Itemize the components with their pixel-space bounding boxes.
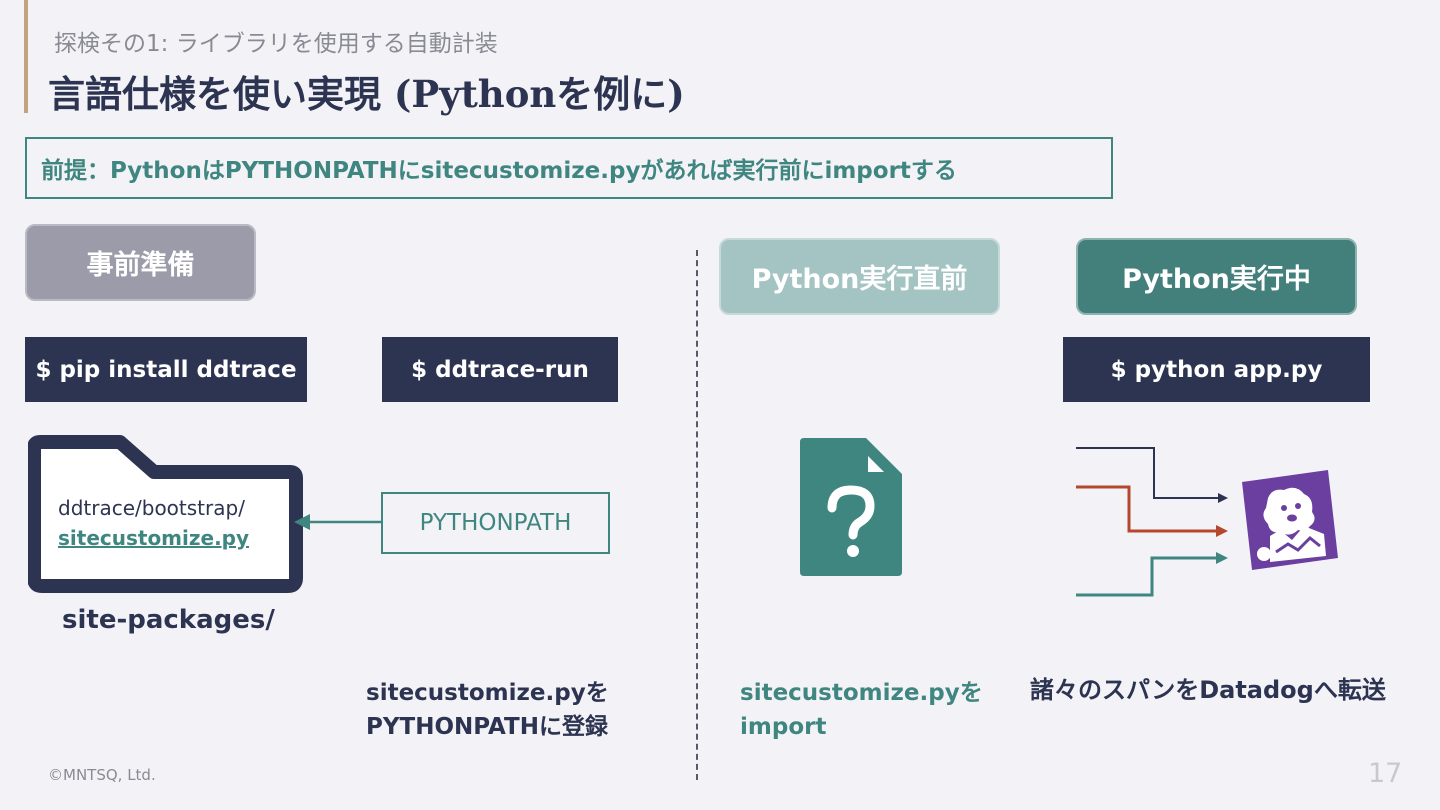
page-number: 17	[1368, 758, 1403, 789]
section-divider	[696, 250, 698, 780]
slide-title: 言語仕様を使い実現 (Pythonを例に)	[48, 72, 685, 116]
pythonpath-label: PYTHONPATH	[419, 510, 572, 536]
folder-caption: site-packages/	[62, 605, 275, 635]
phase-label-during-run: Python実行中	[1076, 238, 1357, 315]
description-register-line1: sitecustomize.pyを	[366, 680, 609, 706]
question-file-icon	[800, 438, 902, 576]
phase-before-text: Python実行直前	[751, 264, 968, 295]
description-register-line2: PYTHONPATHに登録	[366, 714, 608, 740]
premise-box: 前提：PythonはPYTHONPATHにsitecustomize.pyがあれ…	[25, 137, 1113, 199]
command-ddtrace-run: $ ddtrace-run	[382, 337, 618, 402]
description-register: sitecustomize.pyを PYTHONPATHに登録	[366, 676, 609, 744]
phase-during-text: Python実行中	[1122, 264, 1311, 295]
footer-copyright: ©MNTSQ, Ltd.	[48, 766, 156, 784]
phase-label-prep: 事前準備	[25, 224, 256, 301]
description-import: sitecustomize.pyを import	[740, 676, 983, 744]
phase-label-before-run: Python実行直前	[719, 238, 1000, 315]
command-pip-install: $ pip install ddtrace	[25, 337, 307, 402]
datadog-logo-icon	[1242, 470, 1338, 570]
arrow-left-icon	[294, 514, 381, 530]
span-flow-lines	[1076, 447, 1228, 597]
folder-icon	[28, 435, 303, 593]
command-run-text: $ ddtrace-run	[411, 356, 589, 383]
title-accent-bar	[24, 0, 28, 113]
folder-path-text: ddtrace/bootstrap/	[58, 496, 245, 520]
folder-file-link[interactable]: sitecustomize.py	[58, 526, 250, 550]
command-python-app: $ python app.py	[1063, 337, 1370, 402]
slide-subtitle: 探検その1: ライブラリを使用する自動計装	[54, 31, 498, 57]
command-pip-text: $ pip install ddtrace	[35, 356, 297, 383]
premise-text: 前提：PythonはPYTHONPATHにsitecustomize.pyがあれ…	[41, 158, 957, 184]
command-app-text: $ python app.py	[1110, 356, 1323, 383]
description-forward-spans: 諸々のスパンをDatadogへ転送	[1030, 676, 1386, 704]
description-import-line2: import	[740, 714, 827, 740]
pythonpath-box: PYTHONPATH	[381, 492, 610, 554]
phase-prep-text: 事前準備	[86, 250, 195, 281]
description-import-line1: sitecustomize.pyを	[740, 680, 983, 706]
